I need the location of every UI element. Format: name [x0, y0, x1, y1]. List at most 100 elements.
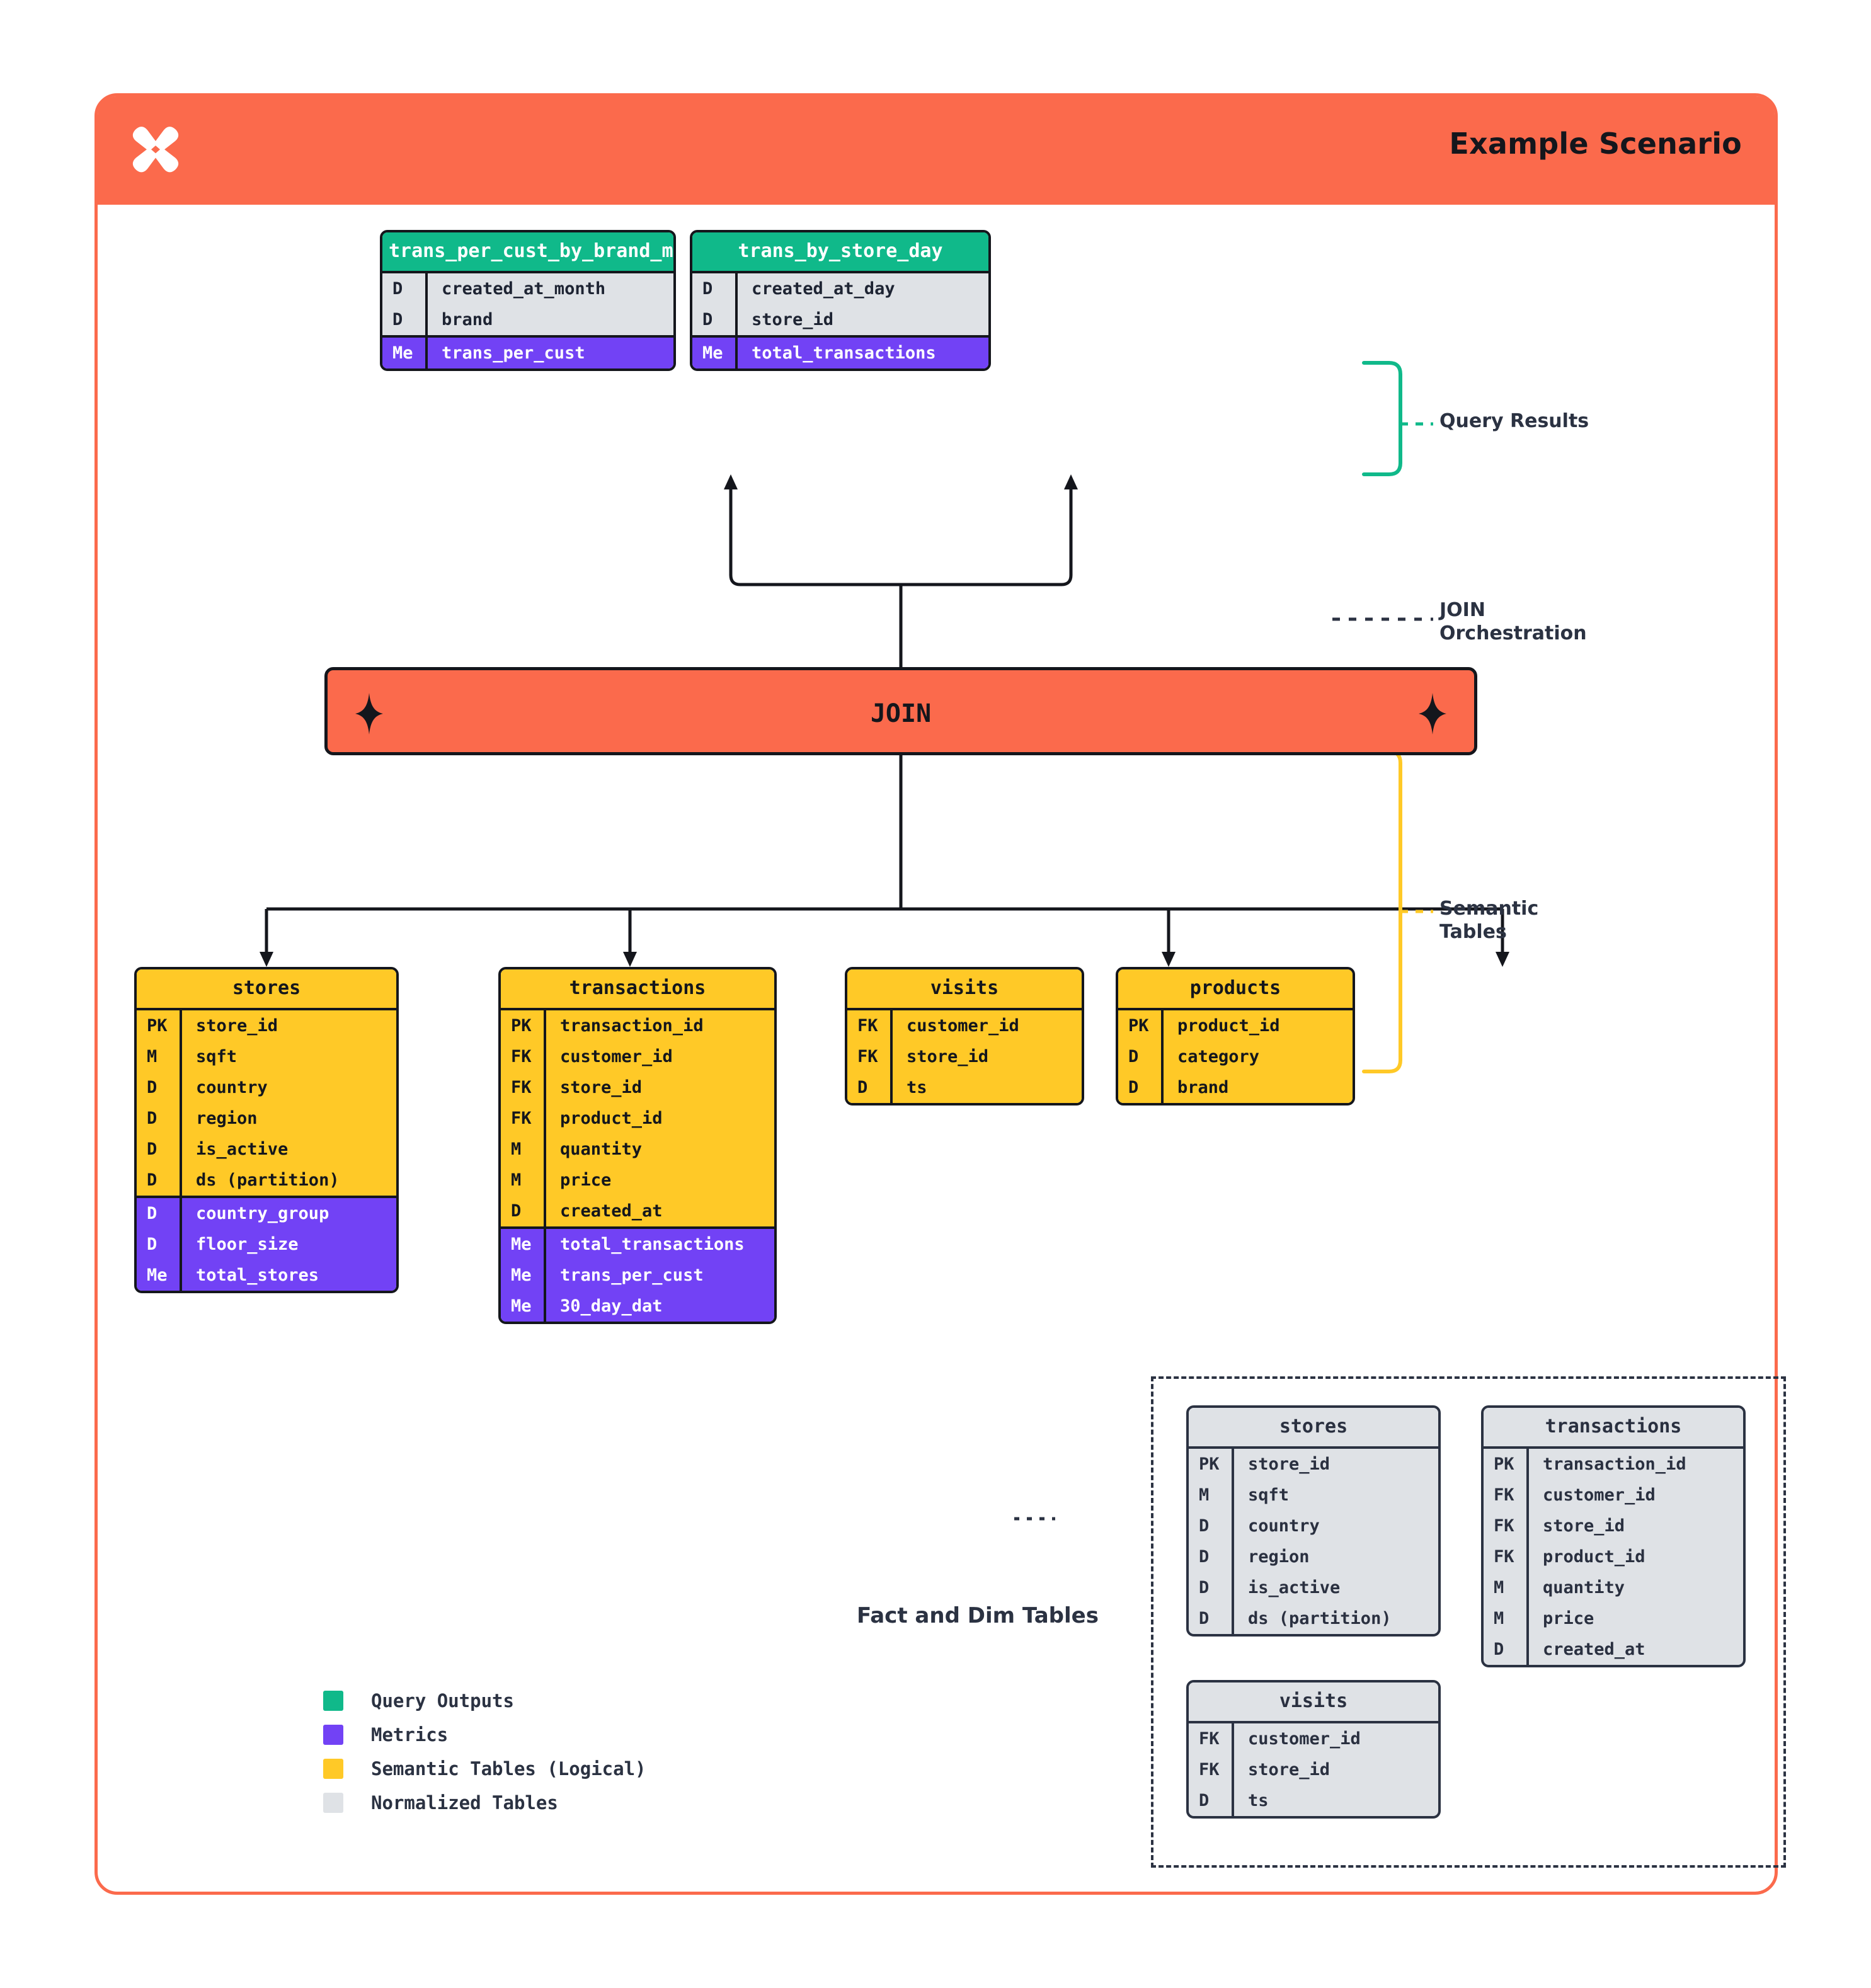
metrics-section: Me total_transactions	[692, 335, 988, 368]
table-row[interactable]: D brand	[382, 304, 673, 335]
diagram-frame: Example Scenario	[94, 93, 1786, 1895]
row-kind: D	[1494, 1640, 1504, 1659]
row-field: store_id	[890, 1041, 1082, 1072]
table-row[interactable]: Me trans_per_cust	[382, 338, 673, 368]
join-orchestration-bar[interactable]: JOIN	[324, 667, 1477, 755]
table-row[interactable]: Me total_transactions	[692, 338, 988, 368]
row-kind: D	[702, 279, 713, 299]
query-result-table-trans-by-store-day[interactable]: trans_by_store_day D created_at_day D st…	[690, 230, 991, 371]
row-field: customer_id	[1526, 1480, 1743, 1511]
row-kind: D	[511, 1201, 522, 1221]
legend-swatch-query-outputs	[323, 1691, 343, 1711]
row-kind: PK	[1494, 1454, 1514, 1474]
row-kind: D	[392, 310, 403, 329]
row-kind: D	[392, 279, 403, 299]
query-result-table-trans-per-cust-by-brand-month[interactable]: trans_per_cust_by_brand_month D created_…	[380, 230, 676, 371]
row-field: brand	[425, 304, 673, 335]
row-field: transaction_id	[1526, 1449, 1743, 1480]
row-field: product_id	[1526, 1541, 1743, 1572]
row-field: brand	[1161, 1072, 1353, 1103]
row-field: ds (partition)	[1232, 1603, 1438, 1634]
row-field: region	[180, 1103, 396, 1134]
row-field: store_id	[1232, 1449, 1438, 1480]
row-kind: M	[1494, 1578, 1504, 1597]
row-kind: PK	[147, 1016, 168, 1036]
legend-label: Metrics	[371, 1724, 449, 1745]
row-field: product_id	[544, 1103, 774, 1134]
sparkle-icon	[1419, 693, 1446, 734]
row-field: ts	[890, 1072, 1082, 1103]
table-row[interactable]: D created_at_day	[692, 273, 988, 304]
table-row[interactable]: PK transaction_id	[1484, 1449, 1743, 1480]
row-field: created_at_month	[425, 273, 673, 304]
table-row[interactable]: D created_at_month	[382, 273, 673, 304]
row-field: region	[1232, 1541, 1438, 1572]
semantic-label-line2: Tables	[1439, 920, 1507, 943]
row-kind: FK	[1199, 1760, 1220, 1779]
table-row[interactable]: D store_id	[692, 304, 988, 335]
row-kind: M	[511, 1140, 522, 1159]
fact-dim-group-box	[1151, 1376, 1786, 1868]
legend-item: Semantic Tables (Logical)	[323, 1752, 646, 1786]
legend-label: Semantic Tables (Logical)	[371, 1758, 646, 1779]
page-title: Example Scenario	[1449, 127, 1742, 161]
metrics-section: Me trans_per_cust	[382, 335, 673, 368]
table-header: transactions	[501, 969, 774, 1008]
row-kind: PK	[1128, 1016, 1149, 1036]
row-kind: D	[147, 1078, 157, 1097]
row-kind: D	[1199, 1516, 1210, 1536]
row-field: country_group	[180, 1198, 396, 1229]
row-field: created_at_day	[735, 273, 988, 304]
